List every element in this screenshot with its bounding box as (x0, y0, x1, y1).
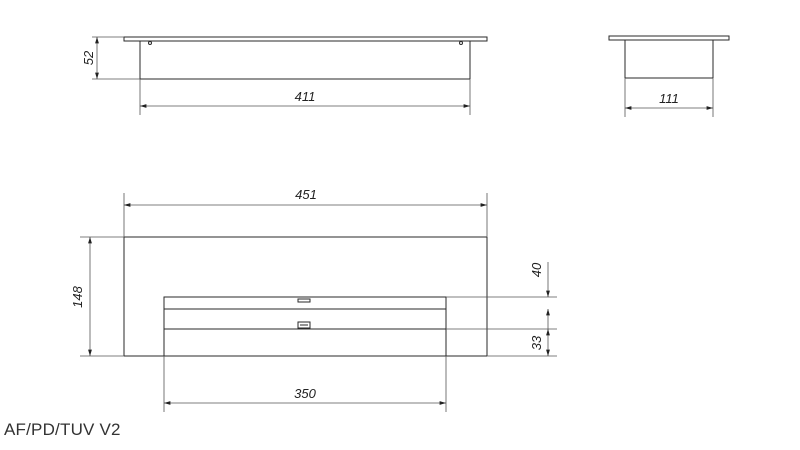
dim-opening-width: 350 (294, 386, 316, 401)
top-view (92, 36, 488, 115)
dim-front-width: 451 (295, 187, 317, 202)
dim-upper-gap: 40 (529, 262, 544, 277)
model-label: AF/PD/TUV V2 (4, 420, 121, 439)
side-view (608, 35, 730, 117)
dim-side-width: 111 (659, 91, 679, 106)
dim-top-length: 411 (295, 89, 316, 104)
dim-lower-gap: 33 (529, 335, 544, 350)
dim-top-height: 52 (81, 50, 96, 65)
front-view (80, 193, 557, 412)
dim-front-height: 148 (70, 285, 85, 307)
